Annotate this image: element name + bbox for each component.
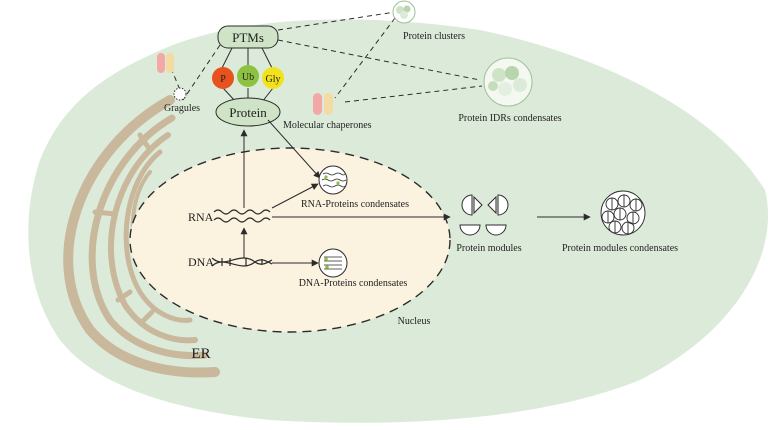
protein-label: Protein <box>229 105 267 120</box>
granules-label: Gragules <box>164 103 200 114</box>
er-membrane <box>63 95 220 378</box>
dna-proteins-condensates-label: DNA-Proteins condensates <box>299 278 408 289</box>
nucleus <box>129 147 451 333</box>
granule-icon <box>173 87 187 101</box>
rna-strand <box>213 209 271 223</box>
phospho-label: P <box>220 74 226 85</box>
pathway-arrows <box>240 119 591 267</box>
glyco-icon <box>262 67 284 89</box>
ptms-label: PTMs <box>232 30 264 45</box>
chaperone-icon <box>313 93 333 115</box>
ubiquitin-label: Ub <box>242 72 254 83</box>
rna-label: RNA <box>188 210 214 224</box>
rna-proteins-condensates-label: RNA-Proteins condensates <box>301 199 409 210</box>
protein-node <box>215 97 281 127</box>
protein-modules-condensates-label: Protein modules condensates <box>562 243 678 254</box>
nucleus-label: Nucleus <box>398 316 431 327</box>
rna-protein-condensate-icon <box>318 165 348 195</box>
phospho-icon <box>212 67 234 89</box>
protein-clusters-label: Protein clusters <box>403 31 465 42</box>
chaperone-icon <box>157 53 174 73</box>
protein-cluster-icon <box>392 0 416 24</box>
glyco-label: Gly <box>266 74 281 85</box>
protein-modules-icon <box>459 194 509 236</box>
protein-modules-label: Protein modules <box>456 243 521 254</box>
er-label: ER <box>191 346 210 362</box>
protein-idrs-condensates-label: Protein IDRs condensates <box>458 113 561 124</box>
protein-modules-condensate-icon <box>600 190 646 236</box>
dna-helix <box>211 257 273 267</box>
dna-label: DNA <box>188 255 214 269</box>
protein-idrs-condensate-icon <box>483 57 533 107</box>
dna-protein-condensate-icon <box>318 248 348 278</box>
molecular-chaperones-label: Molecular chaperones <box>283 120 372 131</box>
ubiquitin-icon <box>237 65 259 87</box>
ptm-dashed-links <box>170 11 483 103</box>
